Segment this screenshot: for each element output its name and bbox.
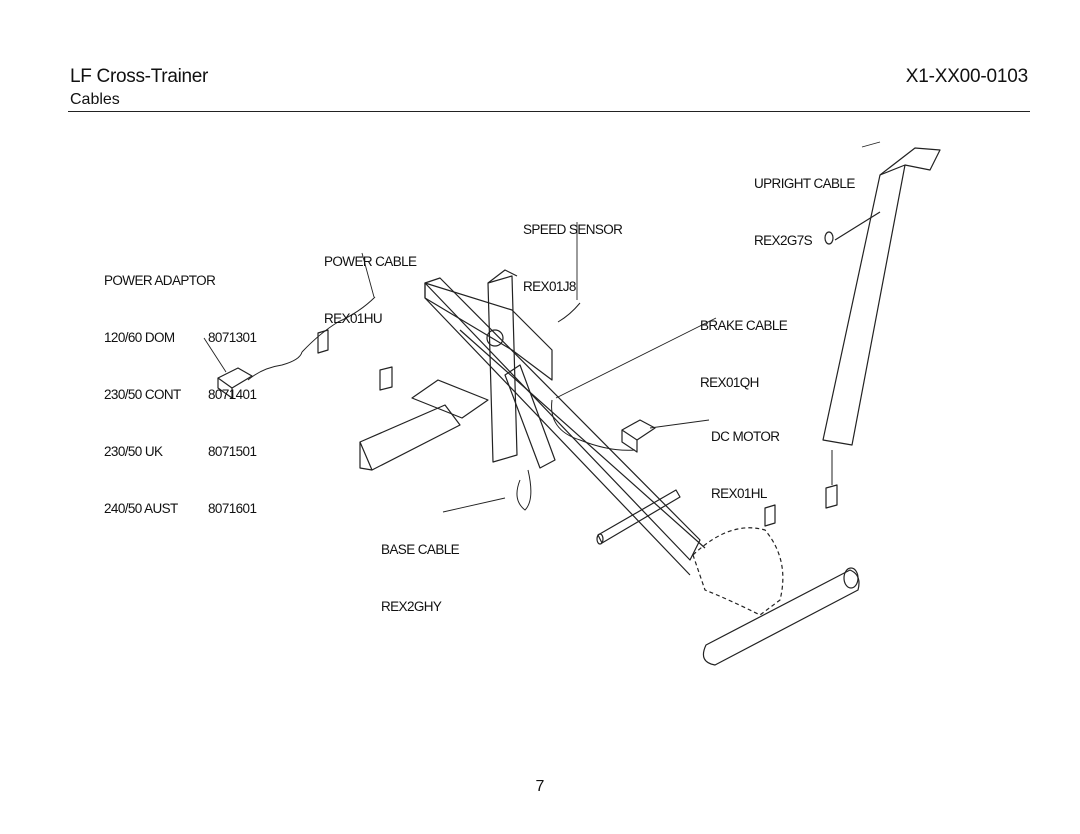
base-cable-leader (442, 497, 506, 513)
power-cable-leader (361, 252, 375, 298)
center-post (486, 269, 518, 463)
speed-sensor-label: SPEED SENSOR REX01J8 (523, 182, 623, 315)
base-cable-name: BASE CABLE (381, 542, 460, 557)
power-adaptor-unit (217, 367, 253, 399)
rear-housing (692, 527, 784, 616)
power-adaptor-part: 8071601 (208, 501, 257, 516)
section-subtitle: Cables (70, 91, 120, 108)
brake-cable-wire (551, 399, 636, 451)
motor-platform (411, 379, 489, 419)
upright-cable-leader (861, 141, 881, 148)
brake-cable-name: BRAKE CABLE (700, 318, 788, 333)
dc-motor-part: REX01HL (711, 486, 767, 501)
brake-cable-leader (555, 317, 717, 399)
dc-motor-label: DC MOTOR REX01HL (711, 389, 780, 522)
dc-motor-leader (649, 419, 710, 429)
upright-column (822, 147, 941, 446)
leader-lines (203, 141, 881, 513)
power-adaptor-leader (203, 337, 227, 373)
power-cable-wire (301, 296, 376, 353)
rear-crossbar (702, 567, 860, 666)
power-adaptor-row: 230/50 CONT 8071401 (104, 385, 257, 404)
power-adaptor-spec: 120/60 DOM (104, 330, 175, 345)
connector-plates (317, 329, 838, 527)
power-cable-name: POWER CABLE (324, 254, 417, 269)
brake-cable-part: REX01QH (700, 375, 759, 390)
power-adaptor-row: 230/50 UK 8071501 (104, 442, 257, 461)
page-number: 7 (535, 778, 545, 795)
brake-cable-label: BRAKE CABLE REX01QH (700, 278, 788, 411)
crank-axles (596, 489, 681, 545)
power-adaptor-row: 240/50 AUST 8071601 (104, 499, 257, 518)
dc-motor-name: DC MOTOR (711, 429, 780, 444)
speed-sensor-wire (557, 302, 581, 323)
post-crossbar (424, 282, 553, 381)
speed-sensor-part: REX01J8 (523, 279, 576, 294)
document-title: LF Cross-Trainer (70, 66, 209, 87)
speed-sensor-name: SPEED SENSOR (523, 222, 623, 237)
dc-motor-unit (621, 419, 656, 453)
power-adaptor-part: 8071501 (208, 444, 257, 459)
base-cable-wire (516, 469, 532, 511)
power-adaptor-part: 8071301 (208, 330, 257, 345)
upright-cable-name: UPRIGHT CABLE (754, 176, 855, 191)
upright-cable-label: UPRIGHT CABLE REX2G7S (754, 136, 855, 269)
power-adaptor-spec: 230/50 CONT (104, 387, 181, 402)
cable-wiring (247, 296, 833, 511)
power-cable-part: REX01HU (324, 311, 383, 326)
upright-cable-part: REX2G7S (754, 233, 813, 248)
power-adaptor-spec: 240/50 AUST (104, 501, 178, 516)
power-adaptor-name: POWER ADAPTOR (104, 273, 216, 288)
adaptor-wire (247, 351, 303, 381)
power-adaptor-row: 120/60 DOM 8071301 (104, 328, 257, 347)
diagonal-strut (504, 364, 556, 469)
base-cable-label: BASE CABLE REX2GHY (381, 502, 460, 635)
header-divider (68, 111, 1030, 112)
front-cross-tube (359, 404, 461, 471)
power-adaptor-spec: 230/50 UK (104, 444, 163, 459)
document-code: X1-XX00-0103 (905, 66, 1028, 87)
power-adaptor-table: POWER ADAPTOR 120/60 DOM 8071301 230/50 … (104, 233, 257, 537)
power-adaptor-part: 8071401 (208, 387, 257, 402)
base-cable-part: REX2GHY (381, 599, 442, 614)
power-cable-label: POWER CABLE REX01HU (324, 214, 417, 347)
